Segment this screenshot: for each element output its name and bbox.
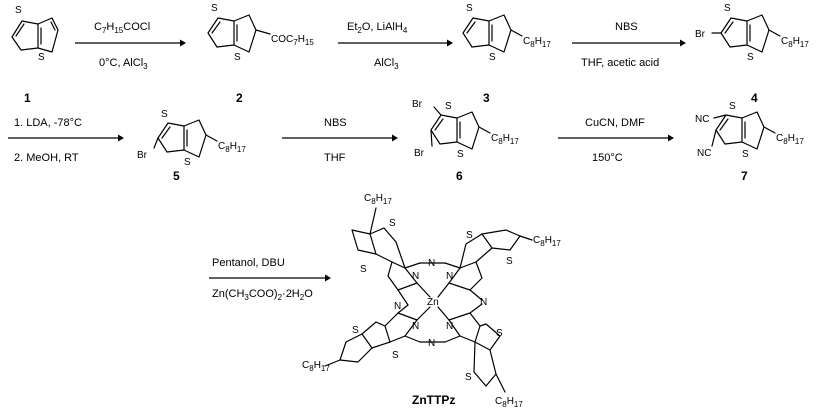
compound-6-label: 6: [456, 169, 463, 183]
compound-4-structure: Br S S C8H17: [695, 3, 809, 63]
compound-5-label: 5: [173, 169, 180, 183]
step-7-conditions: Zn(CH3COO)2·2H2O: [212, 288, 313, 302]
step-4-reagent: 1. LDA, -78°C: [14, 117, 82, 129]
compound-7-s-top: S: [729, 101, 736, 112]
compound-5-bromine: Br: [137, 150, 148, 161]
znttpz-octyl-top-right: C8H17: [533, 235, 561, 248]
compound-3-label: 3: [483, 91, 490, 105]
compound-4-s-bottom: S: [747, 52, 754, 63]
compound-2-s-top: S: [211, 3, 218, 14]
znttpz-s-1: S: [389, 218, 396, 229]
znttpz-zinc: Zn: [427, 297, 439, 308]
znttpz-octyl-bottom-left: C8H17: [302, 360, 330, 373]
znttpz-s-3: S: [466, 230, 473, 241]
compound-6-s-bottom: S: [457, 149, 464, 160]
step-3-reagent: NBS: [615, 21, 638, 33]
compound-6-structure: Br S S Br C8H17: [412, 99, 519, 160]
compound-2-structure: S S COC7H15: [207, 3, 314, 63]
step-6-reagent: CuCN, DMF: [585, 117, 645, 129]
compound-4-bromine: Br: [695, 29, 706, 40]
znttpz-n-inner-1: N: [412, 271, 419, 282]
arrowhead-6: [668, 134, 674, 142]
arrowhead-1: [180, 39, 186, 47]
znttpz-n-bridge-bottom: N: [428, 338, 435, 349]
step-6-conditions: 150°C: [592, 152, 623, 164]
compound-7-nitrile-bottom: NC: [697, 148, 711, 159]
compound-5-s-bottom: S: [184, 157, 191, 168]
step-5-reagent: NBS: [324, 117, 347, 129]
znttpz-s-7: S: [496, 328, 503, 339]
compound-7-nitrile-top: NC: [695, 114, 709, 125]
step-4-conditions: 2. MeOH, RT: [14, 152, 79, 164]
compound-1-s-top: S: [15, 5, 22, 16]
step-2-conditions: AlCl3: [374, 57, 399, 71]
znttpz-octyl-bottom-right: C8H17: [495, 396, 523, 409]
znttpz-s-2: S: [360, 264, 367, 275]
compound-4-s-top: S: [724, 3, 731, 14]
znttpz-n-bridge-right: N: [480, 297, 487, 308]
znttpz-label: ZnTTPz: [412, 393, 455, 407]
compound-2-acyl-group: COC7H15: [271, 34, 314, 47]
compound-1-s-bottom: S: [38, 52, 45, 63]
compound-2-s-bottom: S: [234, 52, 241, 63]
znttpz-n-bridge-left: N: [394, 301, 401, 312]
compound-3-s-bottom: S: [489, 52, 496, 63]
znttpz-n-inner-4: N: [446, 321, 453, 332]
znttpz-s-8: S: [465, 372, 472, 383]
compound-3-structure: S S C8H17: [462, 3, 551, 63]
znttpz-structure: C8H17 S S C8H17 S S C8H17 S S C8H17 S: [302, 193, 561, 409]
arrowhead-2: [447, 39, 453, 47]
compound-6-bromine-top: Br: [412, 99, 423, 110]
compound-6-s-top: S: [445, 101, 452, 112]
znttpz-s-6: S: [392, 350, 399, 361]
step-7-reagent: Pentanol, DBU: [212, 257, 285, 269]
step-5-conditions: THF: [324, 152, 346, 164]
compound-2-label: 2: [236, 91, 243, 105]
compound-3-octyl: C8H17: [523, 36, 551, 49]
compound-1-label: 1: [24, 91, 31, 105]
compound-4-label: 4: [751, 91, 758, 105]
znttpz-s-4: S: [506, 256, 513, 267]
compound-7-octyl: C8H17: [776, 133, 804, 146]
arrowhead-5: [392, 134, 398, 142]
compound-4-octyl: C8H17: [781, 36, 809, 49]
arrowhead-3: [680, 39, 686, 47]
znttpz-octyl-top-left: C8H17: [364, 193, 392, 206]
compound-7-structure: NC S S NC C8H17: [695, 101, 804, 160]
compound-7-label: 7: [741, 169, 748, 183]
step-1-reagent: C7H15COCl: [94, 21, 150, 35]
compound-5-octyl: C8H17: [218, 141, 246, 154]
znttpz-n-bridge-top: N: [428, 258, 435, 269]
compound-7-s-bottom: S: [742, 149, 749, 160]
step-3-conditions: THF, acetic acid: [581, 57, 659, 69]
compound-6-bromine-bottom: Br: [414, 148, 425, 159]
znttpz-n-inner-3: N: [412, 321, 419, 332]
step-2-reagent: Et2O, LiAlH4: [347, 21, 408, 35]
znttpz-s-5: S: [352, 325, 359, 336]
znttpz-n-inner-2: N: [446, 271, 453, 282]
compound-5-s-top: S: [161, 109, 168, 120]
compound-5-structure: S S Br C8H17: [137, 109, 246, 168]
step-1-conditions: 0°C, AlCl3: [99, 57, 148, 71]
arrowhead-7: [325, 274, 331, 282]
compound-1-structure: S S: [11, 5, 59, 63]
compound-3-s-top: S: [466, 3, 473, 14]
compound-6-octyl: C8H17: [491, 133, 519, 146]
arrowhead-4: [118, 134, 124, 142]
